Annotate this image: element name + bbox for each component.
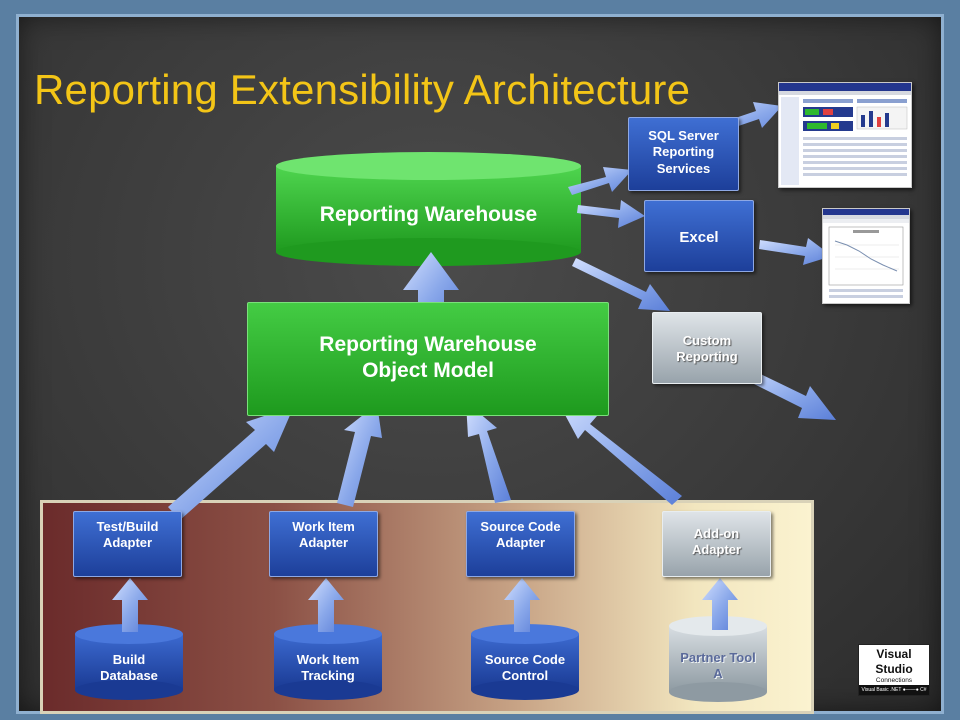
adapter-label-add-on: Add-on Adapter [662,526,771,559]
adapter-add-on-line-2: Adapter [691,542,742,558]
adapter-add-on-line-1: Add-on [693,526,740,541]
source-workitem-line-2: Tracking [301,668,355,684]
warehouse-label: Reporting Warehouse [319,203,538,226]
logo-line-3: Connections [875,677,913,684]
logo-line-2: Studio [875,662,913,676]
warehouse-cylinder [276,152,581,266]
reporting-services-screenshot-art [779,83,911,185]
arrow-addon-to-object-model [556,398,682,505]
arrow-object-model-to-warehouse [403,252,459,326]
arrow-warehouse-to-custom [572,258,670,311]
arrow-workitem-to-object-model [337,404,382,507]
arrow-warehouse-to-excel [577,200,645,228]
adapter-label-source-code: Source Code Adapter [466,519,575,552]
arrow-build-to-adapter [112,578,148,632]
reporting-services-screenshot [778,82,912,188]
source-workitem-line-1: Work Item [296,652,360,667]
sql-server-reporting-label: SQL Server Reporting Services [628,128,739,177]
excel-chart-screenshot [822,208,910,304]
arrow-partner-to-adapter [702,578,738,630]
source-build-line-2: Database [100,668,158,684]
visual-studio-connections-logo: Visual Studio Connections Visual Basic .… [858,644,930,696]
source-build-line-1: Build [112,652,146,667]
arrow-excel-to-chart [759,238,832,265]
adapter-work-item-line-2: Adapter [298,535,349,551]
source-label-source-code-control: Source Code Control [471,652,579,685]
adapter-source-code-line-2: Adapter [495,535,546,551]
custom-reporting-label-line-2: Reporting [676,349,738,365]
sql-server-reporting-box [628,117,739,191]
arrow-workitem-to-adapter [308,578,344,632]
logo-footer: Visual Basic .NET ●——● C# [859,685,929,695]
adapter-box-work-item [269,511,378,577]
excel-label: Excel [679,229,719,246]
source-cylinder-build-database [75,624,183,700]
source-partner-line-2: A [713,666,723,682]
adapter-source-code-line-1: Source Code [480,519,561,534]
object-model-label-line-1: Reporting Warehouse [319,333,537,356]
adapter-box-source-code [466,511,575,577]
arrow-sourcecode-to-object-model [466,402,511,503]
source-cylinder-source-code-control [471,624,579,700]
source-label-partner-tool: Partner Tool A [669,650,767,683]
slide-title: Reporting Extensibility Architecture [34,66,691,113]
custom-reporting-label: Custom Reporting [652,333,762,366]
adapter-work-item-line-1: Work Item [292,519,355,534]
logo-line-1: Visual [876,647,912,661]
object-model-label-line-2: Object Model [362,359,494,383]
arrow-warehouse-to-sql-server [568,167,632,195]
sql-server-label-line-2: Reporting [652,144,715,160]
custom-reporting-box [652,312,762,384]
adapter-label-test-build: Test/Build Adapter [73,519,182,552]
adapter-test-build-line-1: Test/Build [96,519,159,534]
excel-box [644,200,754,272]
arrow-sourcecode-to-adapter [504,578,540,632]
object-model-label: Reporting Warehouse Object Model [247,332,609,385]
custom-reporting-label-line-1: Custom [682,333,732,348]
source-label-work-item-tracking: Work Item Tracking [274,652,382,685]
adapter-box-test-build [73,511,182,577]
source-cylinder-work-item-tracking [274,624,382,700]
adapter-label-work-item: Work Item Adapter [269,519,378,552]
source-label-build-database: Build Database [75,652,183,685]
source-sourcecode-line-2: Control [501,668,549,684]
source-partner-line-1: Partner Tool [680,650,756,665]
object-model-box [247,302,609,416]
sql-server-label-line-3: Services [656,160,711,176]
arrow-testbuild-to-object-model [168,406,294,520]
source-cylinder-partner-tool [669,616,767,702]
excel-chart-screenshot-art [823,209,909,298]
arrow-custom-to-offscreen [738,365,836,420]
source-sourcecode-line-1: Source Code [484,652,566,667]
sql-server-label-line-1: SQL Server [648,128,719,143]
adapter-box-add-on [662,511,771,577]
adapter-test-build-line-2: Adapter [102,535,153,551]
